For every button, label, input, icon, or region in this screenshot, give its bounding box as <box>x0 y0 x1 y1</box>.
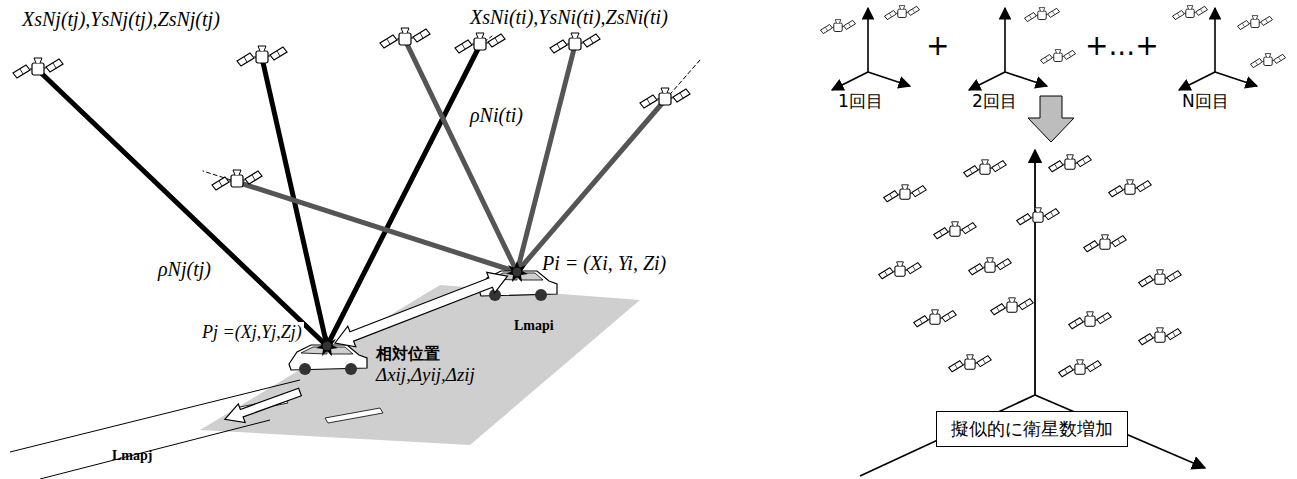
satellite-icon <box>1238 16 1273 30</box>
axis <box>867 8 869 72</box>
position-point <box>316 335 338 356</box>
signal-line <box>517 100 665 272</box>
satellite-icon <box>13 58 63 78</box>
pseudorange-label: ρNj(tj) <box>158 258 211 281</box>
travel-arrow <box>221 383 303 429</box>
satellite-icon <box>550 33 600 53</box>
satellite-icon <box>1049 155 1092 172</box>
axis <box>868 72 910 86</box>
down-arrow <box>1028 96 1074 142</box>
satellite-icon <box>1139 270 1182 287</box>
satellite-icon <box>964 160 1007 177</box>
satellite-icon <box>969 258 1012 275</box>
axis <box>1214 8 1216 72</box>
satellites <box>13 28 690 190</box>
satellite-icon <box>991 298 1034 315</box>
white-arrow <box>221 383 303 429</box>
satellite-icon <box>380 28 430 48</box>
satellite-icon <box>640 88 690 108</box>
double-arrow <box>331 266 511 353</box>
position-label: Pj =(Xj,Yj,Zj) <box>200 322 304 343</box>
pseudorange-label: ρNi(ti) <box>470 104 523 127</box>
caption-box: 擬似的に衛星数増加 <box>936 411 1128 447</box>
relative-position-label: 相対位置 <box>376 345 440 363</box>
signal-line <box>38 70 327 346</box>
large-axes <box>860 150 1205 476</box>
satellite-icon <box>237 46 287 66</box>
satellite-icon <box>1041 50 1076 64</box>
plus-sign: + <box>926 30 949 62</box>
satellite-icon <box>1025 8 1060 22</box>
axis <box>969 72 1005 90</box>
trial-label: 2回目 <box>972 92 1017 112</box>
many-satellites <box>879 155 1182 377</box>
axis <box>1034 150 1036 395</box>
satellite-icon <box>212 170 262 190</box>
lane-marking <box>325 408 383 423</box>
relative-position-label: Δxij,Δyij,Δzij <box>376 364 475 386</box>
satellite-icon <box>914 310 957 327</box>
small-satellites <box>821 6 1286 68</box>
satellite-icon <box>885 6 920 20</box>
map-label: Lmapj <box>112 448 152 464</box>
relative-position-arrow <box>331 266 511 353</box>
plus-sign: +...+ <box>1085 30 1159 62</box>
position-label: Pi = (Xi, Yi, Zi) <box>542 252 666 275</box>
satellite-icon <box>455 33 505 53</box>
road <box>10 285 640 479</box>
satellite-icon <box>1069 312 1112 329</box>
signal-lines <box>38 36 700 346</box>
small-axes <box>832 8 1257 90</box>
satellite-icon <box>949 355 992 372</box>
road-edge <box>10 380 300 452</box>
satellite-icon <box>934 222 977 239</box>
satellite-icon <box>884 185 927 202</box>
satellite-icon <box>1017 208 1060 225</box>
satellite-icon <box>1059 360 1102 377</box>
satellite-icon <box>879 262 922 279</box>
satellite-icon <box>821 20 856 34</box>
satellite-icon <box>1084 235 1127 252</box>
signal-line <box>237 182 517 272</box>
map-label: Lmapi <box>514 318 554 334</box>
box-text: 擬似的に衛星数増加 <box>951 417 1113 441</box>
satellite-icon <box>1173 6 1208 20</box>
axis <box>1179 72 1215 90</box>
satellite-coordinates: XsNi(ti),YsNi(ti),ZsNi(ti) <box>470 6 668 29</box>
satellite-coordinates: XsNj(tj),YsNj(tj),ZsNj(tj) <box>22 8 220 31</box>
satellite-icon <box>1139 328 1182 345</box>
trial-label: N回目 <box>1182 92 1229 112</box>
axis <box>1004 8 1006 72</box>
trial-label: 1回目 <box>838 92 883 112</box>
axis <box>1215 72 1257 86</box>
road-edge <box>40 420 270 479</box>
satellite-icon <box>1251 54 1286 68</box>
axis <box>1005 72 1047 86</box>
axis <box>832 72 868 90</box>
signal-line <box>405 40 517 272</box>
position-point <box>506 261 528 282</box>
satellite-icon <box>1109 180 1152 197</box>
